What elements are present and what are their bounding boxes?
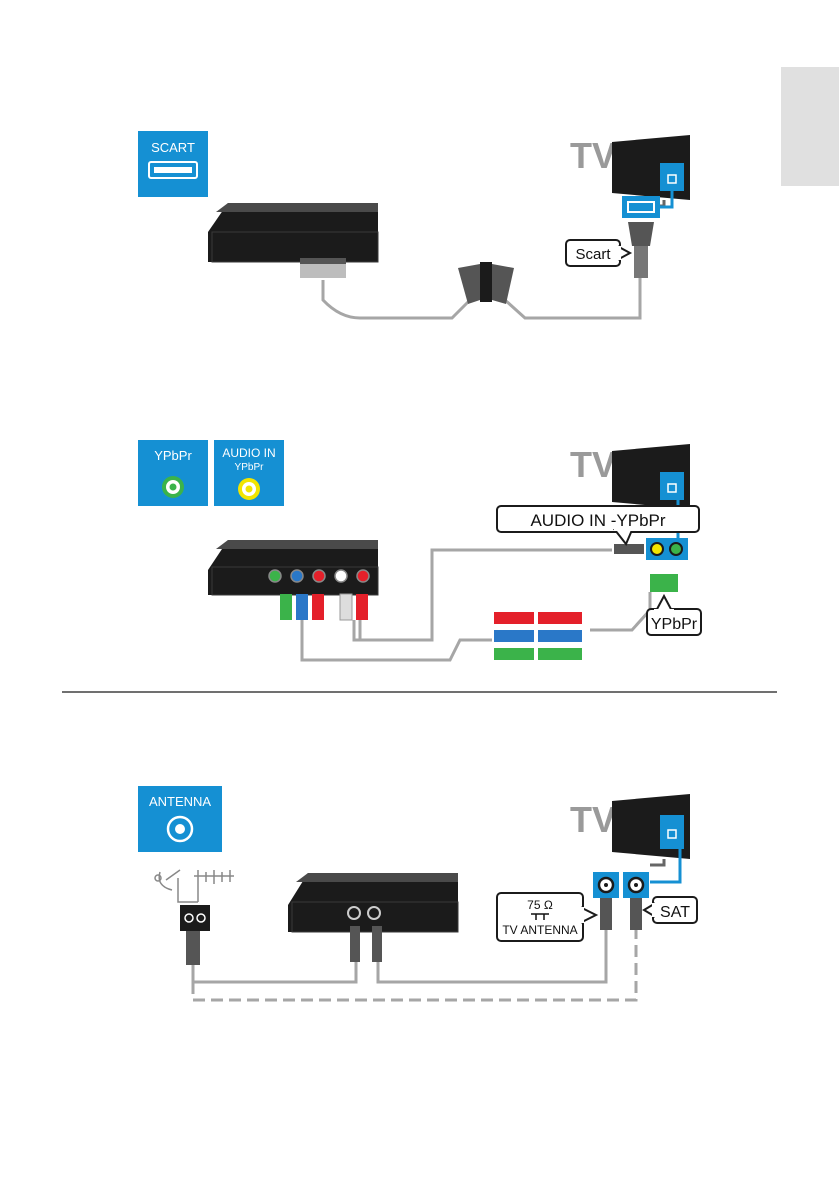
- scart-icon: SCART: [138, 131, 208, 197]
- audio-in-callout: AUDIO IN -YPbPr: [496, 505, 700, 546]
- sat-label: SAT: [660, 904, 690, 921]
- tv-antenna-ohm: 75 Ω: [527, 898, 553, 912]
- language-tab: [781, 67, 839, 186]
- ypbpr-component-plugs: [494, 612, 582, 660]
- aerial-antenna-icon: [194, 870, 234, 902]
- antenna-set-top-box: [288, 873, 459, 962]
- audio-in-icon-label-line1: AUDIO IN: [222, 446, 275, 460]
- scart-set-top-box: [208, 203, 379, 278]
- antenna-diagram: ANTENNA: [138, 786, 698, 1002]
- scart-tv: [612, 135, 690, 208]
- ypbpr-box-plugs: [280, 593, 368, 621]
- antenna-icon-label: ANTENNA: [149, 794, 211, 809]
- tv-antenna-callout: 75 Ω TV ANTENNA: [496, 892, 599, 942]
- antenna-tv: [612, 794, 690, 867]
- satellite-dish-icon: [154, 869, 198, 903]
- audio-in-callout-label: AUDIO IN -YPbPr: [530, 511, 665, 530]
- scart-tv-label: TV: [570, 135, 616, 176]
- ypbpr-callout: YPbPr: [646, 593, 702, 636]
- scart-connector-label: Scart: [575, 246, 611, 263]
- ypbpr-diagram: YPbPr AUDIO IN YPbPr: [138, 440, 702, 662]
- scart-icon-label: SCART: [151, 140, 195, 155]
- ypbpr-tv-label: TV: [570, 444, 616, 485]
- ypbpr-icon-label: YPbPr: [154, 448, 192, 463]
- sat-callout: SAT: [642, 896, 698, 924]
- antenna-icon: ANTENNA: [138, 786, 222, 852]
- scart-callout: Scart: [565, 237, 633, 267]
- ypbpr-set-top-box: [208, 540, 379, 596]
- scart-cable: [321, 278, 642, 320]
- audio-in-icon-label-line2: YPbPr: [235, 462, 265, 473]
- tv-antenna-label: TV ANTENNA: [502, 923, 577, 937]
- scart-diagram: SCART: [138, 131, 690, 320]
- antenna-cables: [191, 930, 638, 1002]
- ypbpr-cables: [300, 548, 652, 662]
- ypbpr-callout-label: YPbPr: [651, 616, 698, 633]
- ypbpr-tv: [612, 444, 690, 517]
- antenna-tv-label: TV: [570, 799, 616, 840]
- ypbpr-icon: YPbPr: [138, 440, 208, 506]
- audio-in-icon: AUDIO IN YPbPr: [214, 440, 284, 506]
- scart-plug-pair: [458, 262, 514, 304]
